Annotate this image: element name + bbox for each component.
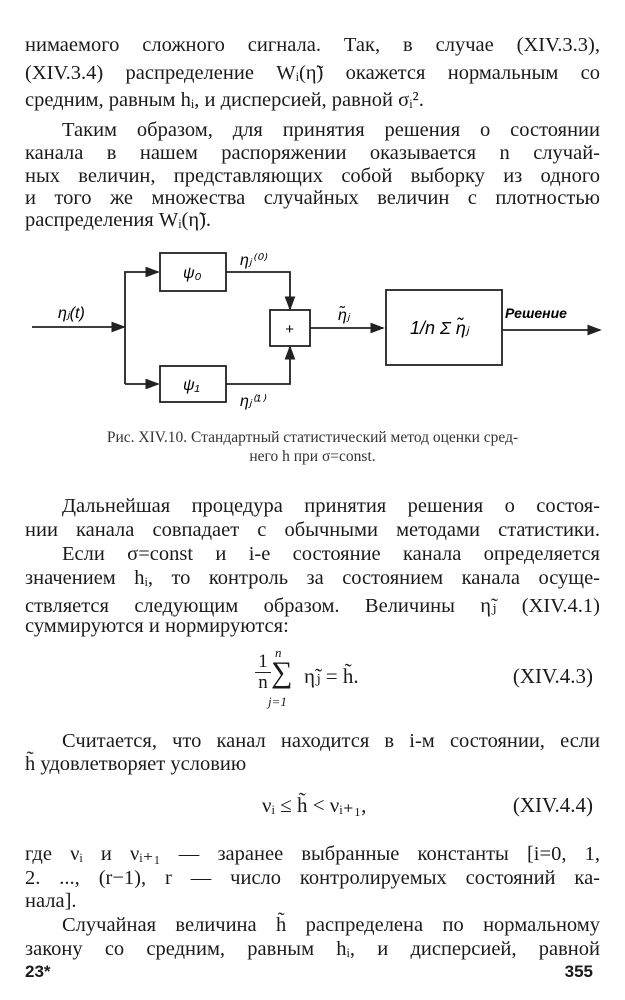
eta1-label: ηⱼ⁽¹⁾ bbox=[240, 393, 267, 410]
equation-number: (XIV.4.3) bbox=[512, 664, 593, 688]
text-line: ных величин, представляющих собой выборк… bbox=[25, 165, 600, 187]
averager-label: 1/n Σ η̃ⱼ bbox=[410, 317, 471, 338]
text-line: нии канала совпадает с обычными методами… bbox=[25, 519, 600, 541]
equation-body: νᵢ ≤ h̃ < νᵢ₊₁, bbox=[262, 793, 367, 817]
eta0-arrow bbox=[226, 271, 296, 311]
eta1-arrow bbox=[226, 345, 296, 385]
text-line: значением hᵢ, то контроль за состоянием … bbox=[25, 567, 600, 589]
equation-body: η̃ⱼ = h̃. bbox=[304, 664, 359, 688]
block-diagram: ηⱼ(t) ψ₀ ψ₁ ηⱼ⁽⁰⁾ ηⱼ⁽¹⁾ + η̃ⱼ 1/n Σ η̃ⱼ … bbox=[32, 252, 602, 410]
frac-numerator: 1 bbox=[258, 651, 268, 672]
text-line: где νᵢ и νᵢ₊₁ — заранее выбранные конста… bbox=[25, 843, 600, 865]
text-line: ствляется следующим образом. Величины η̃… bbox=[25, 595, 600, 617]
sum-label: η̃ⱼ bbox=[338, 304, 351, 324]
caption-line: него h при σ=const. bbox=[249, 448, 376, 465]
text-line: Дальнейшая процедура принятия решения о … bbox=[62, 495, 600, 517]
text-line: нала]. bbox=[25, 890, 77, 912]
text-line: средним, равным hᵢ, и дисперсией, равной… bbox=[25, 89, 424, 111]
eta0-label: ηⱼ⁽⁰⁾ bbox=[240, 252, 268, 269]
frac-denominator: n bbox=[255, 672, 271, 693]
equation-number: (XIV.4.4) bbox=[512, 793, 593, 817]
sum-upper: n bbox=[275, 645, 282, 660]
text-line: (XIV.3.4) распределение Wᵢ(η̃) окажется … bbox=[25, 62, 600, 84]
output-label: Решение bbox=[505, 305, 567, 321]
text-line: суммируются и нормируются: bbox=[25, 615, 289, 637]
text-line: Считается, что канал находится в i-м сос… bbox=[62, 730, 600, 752]
averager-box bbox=[385, 289, 503, 366]
text-line: и того же множества случайных величин с … bbox=[25, 187, 600, 209]
caption-line: Рис. XIV.10. Стандартный статистический … bbox=[106, 429, 519, 446]
text-line: распределения Wᵢ(η̃). bbox=[25, 209, 212, 231]
text-line: нимаемого сложного сигнала. Так, в случа… bbox=[25, 34, 600, 56]
text-line: Если σ=const и i-е состояние канала опре… bbox=[62, 543, 600, 565]
psi0-label: ψ₀ bbox=[183, 265, 202, 282]
signature-mark: 23* bbox=[25, 962, 51, 981]
sum-lower: j=1 bbox=[268, 694, 287, 709]
text-line: закону со средним, равным hᵢ, и дисперси… bbox=[25, 938, 600, 960]
text-line: Таким образом, для принятия решения о со… bbox=[62, 119, 600, 141]
text-line: 2. ..., (r−1), r — число контролируемых … bbox=[25, 867, 600, 889]
text-line: h̃ удовлетворяет условию bbox=[25, 753, 247, 775]
input-label: ηⱼ(t) bbox=[58, 305, 85, 322]
text-line: канала в нашем распоряжении оказывается … bbox=[25, 142, 600, 164]
adder-label: + bbox=[285, 321, 294, 338]
branch-upper bbox=[124, 266, 160, 384]
text-line: Случайная величина h̃ распределена по но… bbox=[62, 914, 600, 936]
psi1-label: ψ₁ bbox=[183, 377, 200, 394]
page-number: 355 bbox=[564, 962, 593, 981]
sum-sign: ∑ bbox=[271, 656, 293, 689]
